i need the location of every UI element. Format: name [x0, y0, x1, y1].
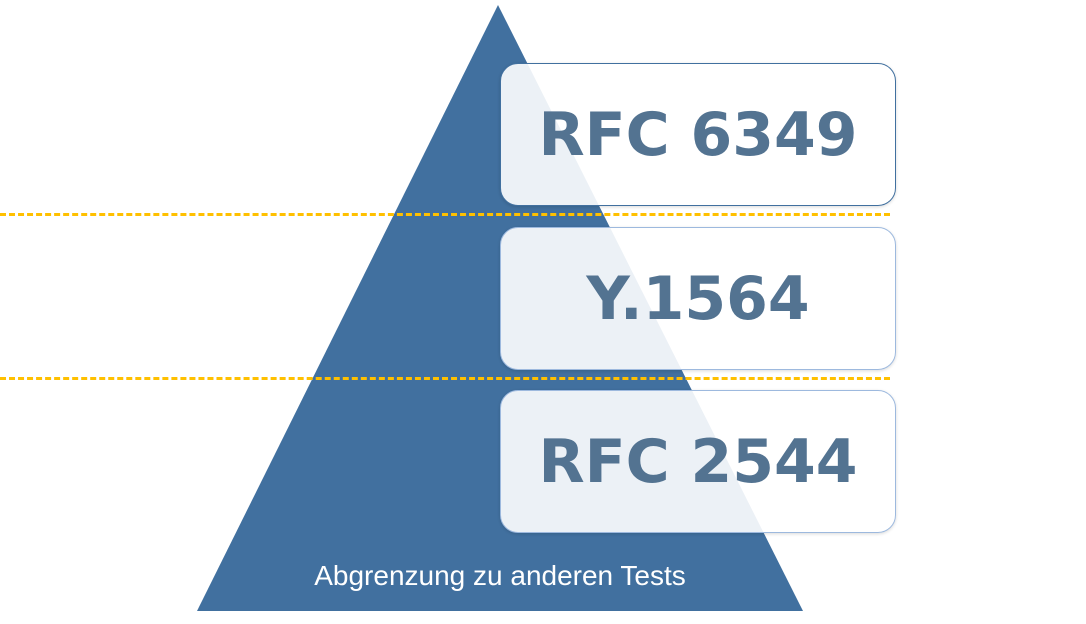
level-box-rfc2544: RFC 2544: [500, 390, 896, 533]
divider-line-lower: [0, 377, 890, 380]
pyramid-caption: Abgrenzung zu anderen Tests: [314, 560, 686, 591]
level-label: RFC 2544: [538, 426, 858, 497]
level-box-y1564: Y.1564: [500, 227, 896, 370]
level-label: Y.1564: [586, 263, 810, 334]
level-label: RFC 6349: [538, 99, 858, 170]
level-box-rfc6349: RFC 6349: [500, 63, 896, 206]
divider-line-upper: [0, 213, 890, 216]
